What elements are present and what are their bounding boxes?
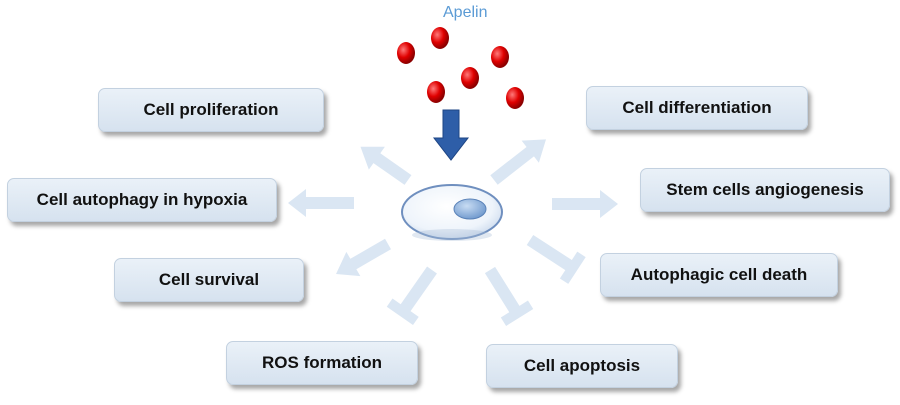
ros-formation-box: ROS formation (226, 341, 418, 385)
inhibit-cell-apoptosis (484, 266, 534, 326)
arrow-to-cell-proliferation (360, 146, 412, 185)
apelin-particle (506, 87, 524, 109)
cell-membrane (401, 184, 503, 240)
apelin-particle (397, 42, 415, 64)
autophagic-cell-death-label: Autophagic cell death (630, 265, 808, 284)
arrow-to-cell-differentiation (490, 139, 547, 185)
cell-proliferation-label: Cell proliferation (143, 100, 279, 119)
arrow-to-stem-cells-angiogenesis (552, 190, 618, 218)
cell-survival-label: Cell survival (158, 270, 260, 289)
cell-apoptosis-label: Cell apoptosis (523, 356, 641, 375)
cell-autophagy-hypoxia-label: Cell autophagy in hypoxia (36, 190, 248, 209)
apelin-particle (431, 27, 449, 49)
arrow-to-cell-autophagy (288, 189, 354, 217)
cell-membrane-shadow (412, 229, 492, 241)
apelin-particle (461, 67, 479, 89)
effect-arrows (288, 139, 618, 326)
cell-apoptosis-box: Cell apoptosis (486, 344, 678, 388)
apelin-particle (491, 46, 509, 68)
apelin-down-arrow (432, 109, 470, 161)
inhibit-ros-formation (386, 266, 437, 326)
cell-autophagy-hypoxia-box: Cell autophagy in hypoxia (7, 178, 277, 222)
cell-differentiation-label: Cell differentiation (622, 98, 772, 117)
stem-cells-angiogenesis-box: Stem cells angiogenesis (640, 168, 890, 212)
autophagic-cell-death-box: Autophagic cell death (600, 253, 838, 297)
apelin-particles (397, 27, 524, 109)
cell-differentiation-box: Cell differentiation (586, 86, 808, 130)
ros-formation-label: ROS formation (262, 353, 382, 372)
cell-survival-box: Cell survival (114, 258, 304, 302)
stem-cells-angiogenesis-label: Stem cells angiogenesis (666, 180, 864, 199)
apelin-label: Apelin (443, 4, 488, 21)
cell-proliferation-box: Cell proliferation (98, 88, 324, 132)
inhibit-autophagic-cell-death (526, 234, 586, 284)
arrow-to-cell-survival (336, 238, 391, 277)
cell-nucleus (453, 198, 487, 220)
cell (401, 184, 503, 241)
apelin-particle (427, 81, 445, 103)
